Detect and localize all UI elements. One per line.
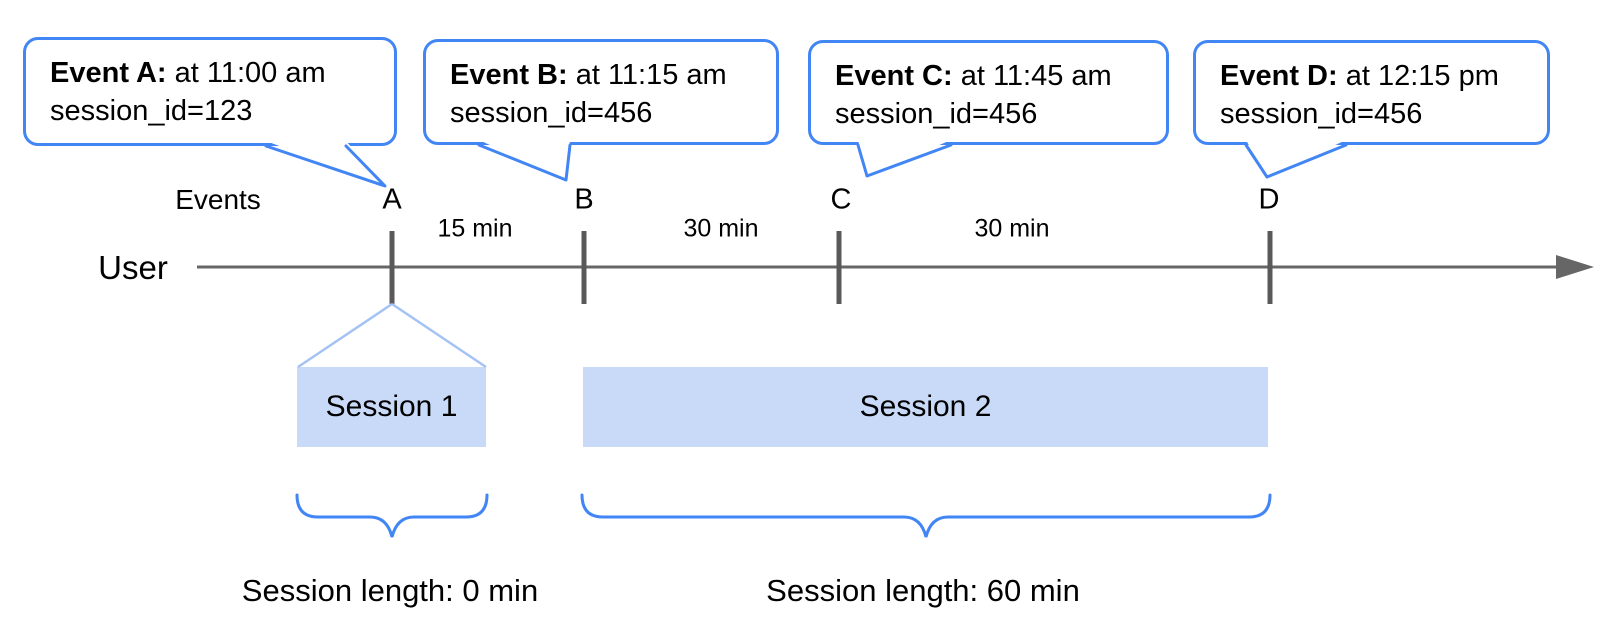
callout-event-d-time: at 12:15 pm bbox=[1337, 60, 1499, 92]
callout-tail-a bbox=[264, 144, 387, 188]
session-1-funnel-left-line bbox=[297, 302, 393, 369]
callout-event-c-line1: Event C: at 11:45 am bbox=[835, 57, 1158, 95]
callout-event-b-time: at 11:15 am bbox=[567, 59, 727, 91]
callout-tail-c-fill bbox=[858, 140, 951, 176]
callout-event-d-session-id: session_id=456 bbox=[1220, 98, 1423, 130]
session-1-label: Session 1 bbox=[325, 390, 458, 423]
callout-event-b-line1: Event B: at 11:15 am bbox=[450, 56, 768, 94]
interval-label-b-c: 30 min bbox=[683, 214, 759, 243]
callout-tail-d bbox=[1244, 143, 1348, 179]
callout-event-a-title: Event A: bbox=[50, 57, 167, 89]
callout-event-c-time: at 11:45 am bbox=[952, 60, 1112, 92]
callout-event-d-title: Event D: bbox=[1220, 60, 1338, 92]
callout-tail-b-fill bbox=[479, 140, 570, 180]
timeline-arrowhead-icon bbox=[1556, 255, 1594, 279]
event-marker-a: A bbox=[382, 183, 402, 216]
callout-event-b-session-id: session_id=456 bbox=[450, 97, 653, 129]
callout-event-a-session-id: session_id=123 bbox=[50, 95, 253, 127]
callout-event-a-time: at 11:00 am bbox=[166, 57, 326, 89]
callout-event-d: Event D: at 12:15 pm session_id=456 bbox=[1193, 40, 1550, 145]
callout-event-c-title: Event C: bbox=[835, 60, 953, 92]
event-marker-d: D bbox=[1258, 183, 1280, 216]
callout-tail-d-fill bbox=[1246, 140, 1346, 177]
callout-event-a-line1: Event A: at 11:00 am bbox=[50, 54, 386, 92]
event-marker-b: B bbox=[574, 183, 594, 216]
session-2-length-label: Session length: 60 min bbox=[766, 573, 1080, 608]
user-row-label: User bbox=[98, 249, 168, 286]
session-1-brace bbox=[295, 493, 489, 538]
callout-tail-c bbox=[856, 143, 953, 178]
session-1-length-label: Session length: 0 min bbox=[241, 573, 539, 608]
callout-event-c: Event C: at 11:45 am session_id=456 bbox=[808, 40, 1169, 145]
session-2-label: Session 2 bbox=[859, 390, 992, 423]
event-marker-c: C bbox=[830, 183, 852, 216]
session-2-box: Session 2 bbox=[583, 367, 1268, 447]
callout-event-d-line1: Event D: at 12:15 pm bbox=[1220, 57, 1539, 95]
callout-event-a: Event A: at 11:00 am session_id=123 bbox=[23, 37, 397, 146]
interval-label-a-b: 15 min bbox=[437, 214, 513, 243]
events-axis-label: Events bbox=[175, 184, 261, 215]
session-1-box: Session 1 bbox=[297, 367, 486, 447]
session-2-brace bbox=[580, 493, 1272, 538]
callout-event-b-title: Event B: bbox=[450, 59, 568, 91]
callout-tail-b bbox=[477, 143, 572, 182]
callout-tail-a-fill bbox=[266, 141, 385, 186]
interval-label-c-d: 30 min bbox=[974, 214, 1050, 243]
callout-event-c-session-id: session_id=456 bbox=[835, 98, 1038, 130]
callout-event-b: Event B: at 11:15 am session_id=456 bbox=[423, 39, 779, 145]
session-1-funnel-right-line bbox=[391, 302, 487, 369]
